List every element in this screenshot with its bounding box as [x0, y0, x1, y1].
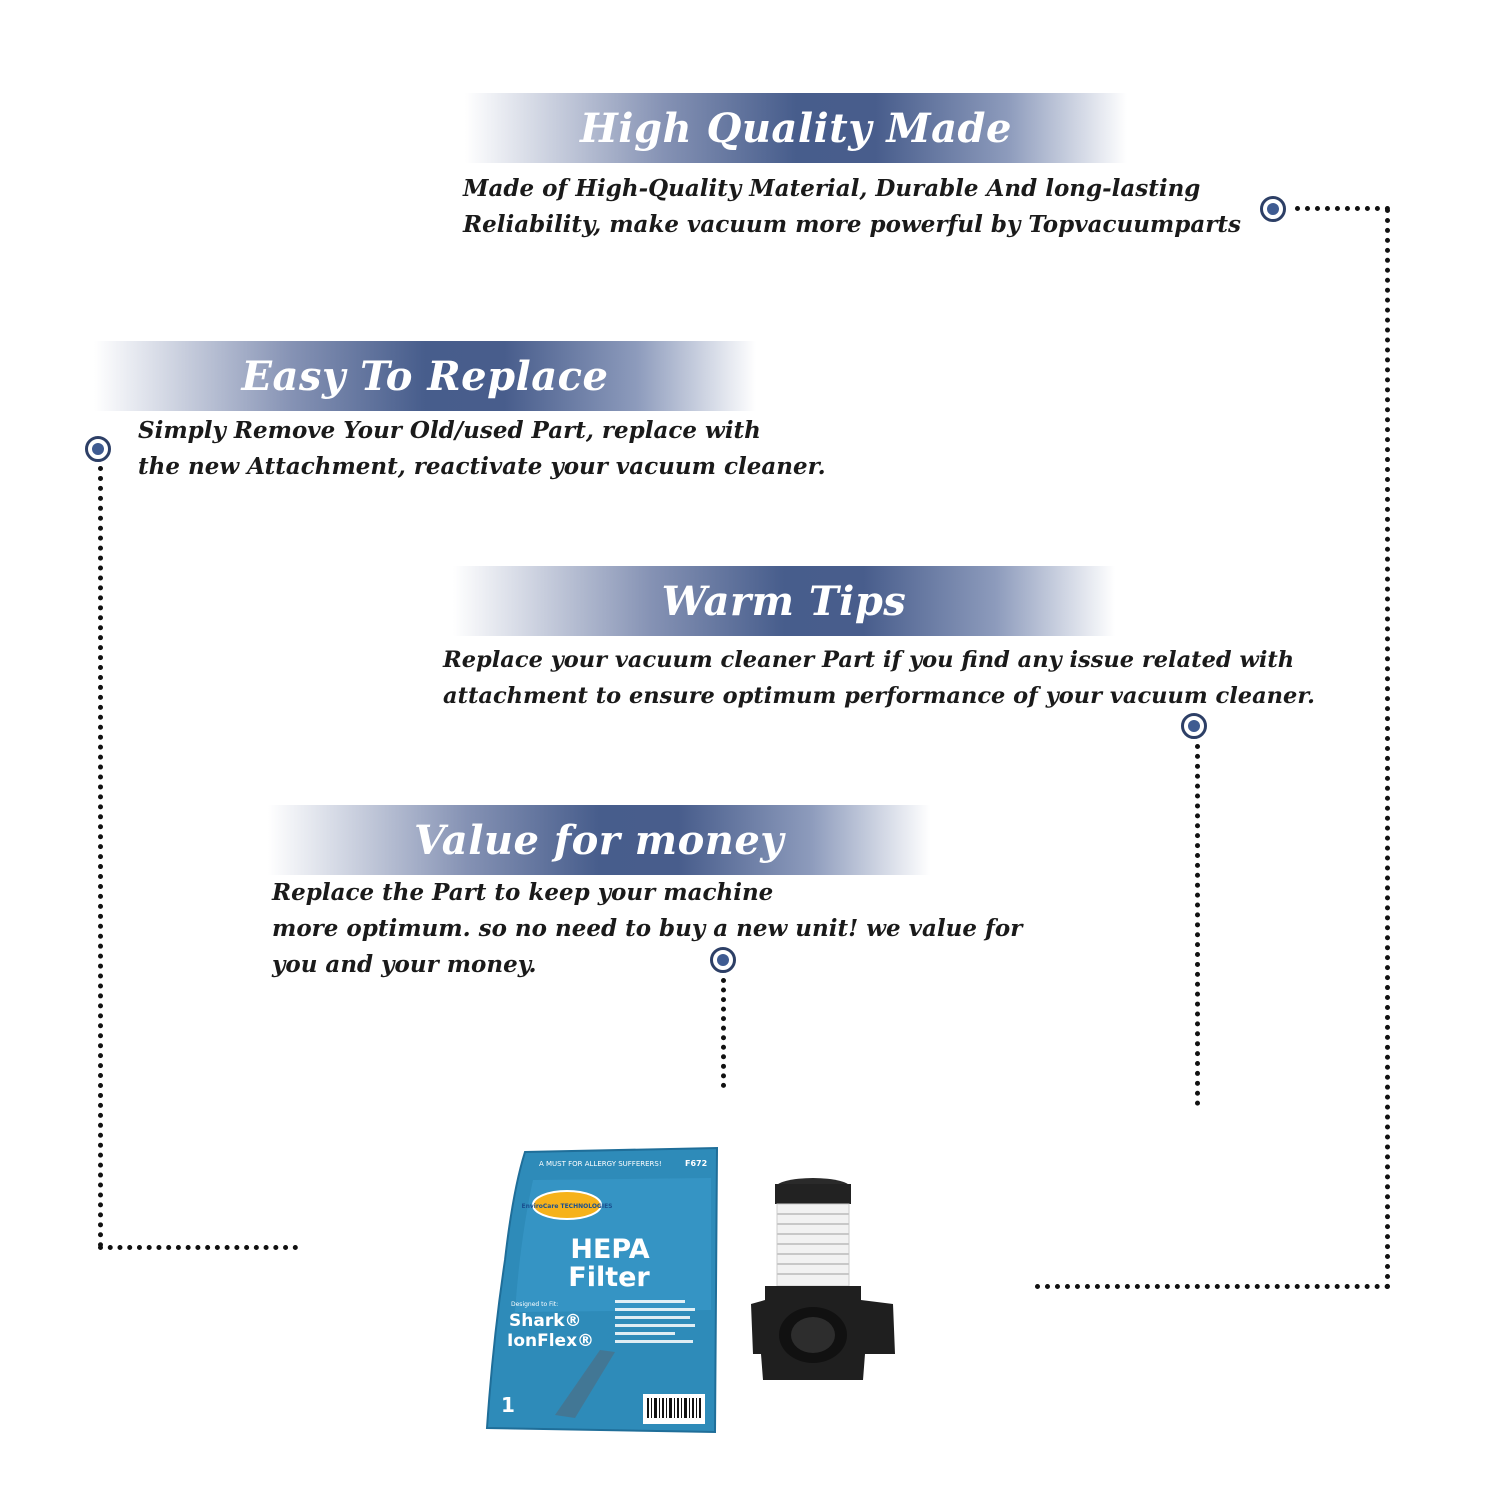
- section-title: High Quality Made: [580, 104, 1012, 152]
- description-line: Reliability, make vacuum more powerful b…: [463, 211, 1241, 238]
- hepa-filter: [751, 1178, 895, 1380]
- connector-marker-icon: [85, 436, 111, 462]
- description-line: Simply Remove Your Old/used Part, replac…: [138, 417, 761, 444]
- section-description: Simply Remove Your Old/used Part, replac…: [138, 413, 826, 485]
- connector-marker-icon: [710, 947, 736, 973]
- section-title: Warm Tips: [661, 577, 907, 625]
- dotted-connector: [1295, 206, 1390, 211]
- dotted-connector: [1385, 208, 1390, 1290]
- description-line: the new Attachment, reactivate your vacu…: [138, 453, 826, 480]
- section-description: Replace the Part to keep your machine mo…: [272, 875, 1022, 983]
- package-title-line1: HEPA: [570, 1234, 649, 1265]
- description-line: more optimum. so no need to buy a new un…: [272, 915, 1023, 942]
- package-count: 1: [501, 1393, 515, 1417]
- description-line: attachment to ensure optimum performance…: [443, 683, 1315, 709]
- banner-value-for-money: Value for money: [268, 805, 930, 875]
- dotted-connector: [98, 466, 103, 1248]
- description-line: you and your money.: [272, 951, 537, 978]
- description-line: Replace your vacuum cleaner Part if you …: [443, 647, 1295, 673]
- banner-easy-to-replace: Easy To Replace: [94, 341, 756, 411]
- package-code: F672: [685, 1159, 707, 1168]
- package-designed-for: Designed to Fit:: [511, 1301, 558, 1308]
- connector-marker-icon: [1181, 713, 1207, 739]
- filter-package: A MUST FOR ALLERGY SUFFERERS! F672 Envir…: [485, 1146, 719, 1434]
- section-title: Easy To Replace: [241, 352, 609, 400]
- package-brand-line1: Shark®: [509, 1311, 582, 1331]
- description-line: Replace the Part to keep your machine: [272, 879, 774, 906]
- connector-marker-icon: [1260, 196, 1286, 222]
- package-tagline: A MUST FOR ALLERGY SUFFERERS!: [539, 1160, 662, 1168]
- banner-warm-tips: Warm Tips: [453, 566, 1115, 636]
- dotted-connector: [98, 1245, 298, 1250]
- section-description: Made of High-Quality Material, Durable A…: [463, 171, 1241, 243]
- package-badge: EnviroCare TECHNOLOGIES: [521, 1203, 612, 1210]
- product-image: A MUST FOR ALLERGY SUFFERERS! F672 Envir…: [485, 1146, 895, 1434]
- package-title-line2: Filter: [568, 1262, 650, 1293]
- description-line: Made of High-Quality Material, Durable A…: [463, 175, 1201, 202]
- banner-high-quality-made: High Quality Made: [465, 93, 1127, 163]
- dotted-connector: [721, 978, 726, 1088]
- section-description: Replace your vacuum cleaner Part if you …: [443, 642, 1315, 714]
- dotted-connector: [1035, 1284, 1390, 1289]
- package-brand-line2: IonFlex®: [507, 1331, 594, 1351]
- section-title: Value for money: [413, 816, 785, 864]
- dotted-connector: [1195, 744, 1200, 1106]
